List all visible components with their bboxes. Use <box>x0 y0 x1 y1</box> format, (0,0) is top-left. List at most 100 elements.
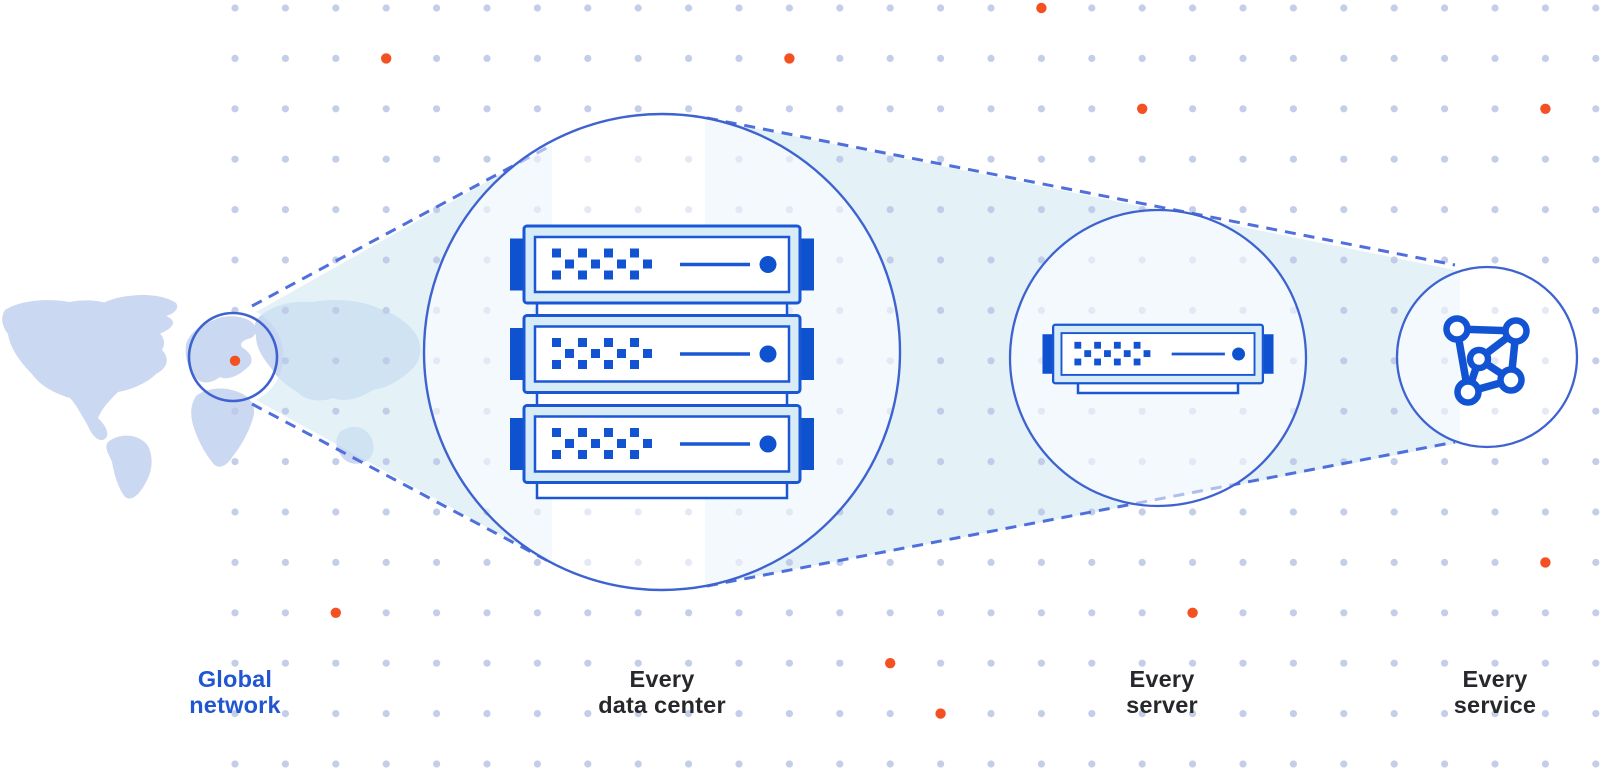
grid-dot <box>1340 206 1348 214</box>
grid-dot <box>1340 155 1348 163</box>
grid-dot <box>1138 155 1146 163</box>
grid-dot <box>1441 659 1449 667</box>
grid-dot <box>937 206 945 214</box>
grid-dot <box>937 609 945 617</box>
grid-dot <box>1239 206 1247 214</box>
grid-dot <box>1441 558 1449 567</box>
grid-dot <box>332 4 340 12</box>
grid-dot <box>836 105 844 113</box>
grid-dot <box>281 458 289 466</box>
grid-dot <box>987 256 995 264</box>
grid-dot <box>332 357 340 365</box>
grid-dot <box>987 155 995 163</box>
grid-dot <box>231 105 239 113</box>
accent-dot <box>1137 103 1148 115</box>
grid-dot <box>1441 105 1449 113</box>
grid-dot <box>533 659 542 667</box>
accent-dot <box>229 355 241 366</box>
grid-dot <box>1037 155 1045 163</box>
grid-dot <box>332 155 340 163</box>
grid-dot <box>836 4 844 12</box>
grid-dot <box>1037 659 1045 667</box>
grid-dot <box>1390 256 1398 264</box>
grid-dot <box>1340 508 1348 516</box>
grid-dot <box>685 105 693 113</box>
grid-dot <box>1491 760 1499 768</box>
grid-dot <box>1541 760 1549 768</box>
grid-dot <box>1289 609 1297 617</box>
grid-dot <box>1390 659 1398 667</box>
grid-dot <box>1592 206 1600 214</box>
grid-dot <box>937 458 945 466</box>
grid-dot <box>231 659 239 667</box>
grid-dot <box>483 105 491 113</box>
stage-label-global-network: Global network <box>189 666 281 718</box>
grid-dot <box>382 105 390 113</box>
grid-dot <box>1592 609 1600 617</box>
grid-dot <box>785 558 794 567</box>
grid-dot <box>987 206 995 214</box>
grid-dot <box>1491 4 1499 12</box>
grid-dot <box>1491 508 1499 516</box>
grid-dot <box>987 609 995 617</box>
accent-dot <box>381 53 392 64</box>
grid-dot <box>735 659 743 667</box>
grid-dot <box>1340 760 1348 768</box>
grid-dot <box>886 206 894 214</box>
grid-dot <box>1088 558 1096 567</box>
stage-label-line2: network <box>189 691 281 718</box>
grid-dot <box>735 760 743 768</box>
accent-dot <box>885 658 896 669</box>
grid-dot <box>1592 659 1600 667</box>
grid-dot <box>685 609 693 617</box>
grid-dot <box>231 508 239 516</box>
grid-dot <box>685 710 693 718</box>
grid-dot <box>231 609 239 617</box>
grid-dot <box>281 609 289 617</box>
grid-dot <box>1289 155 1297 163</box>
zoom-beam-dashed-edges <box>251 116 1456 588</box>
grid-dot <box>1541 54 1549 63</box>
grid-dot <box>1390 558 1398 567</box>
grid-dot <box>1088 206 1096 214</box>
grid-dot <box>987 4 995 12</box>
grid-dot <box>382 155 390 163</box>
grid-dot <box>1239 105 1247 113</box>
grid-dot <box>281 659 289 667</box>
grid-dot <box>1189 710 1197 718</box>
grid-dot <box>987 659 995 667</box>
grid-dot <box>1088 609 1096 617</box>
grid-dot <box>1138 4 1146 12</box>
grid-dot <box>433 155 441 163</box>
grid-dot <box>231 54 239 63</box>
grid-dot <box>1390 508 1398 516</box>
grid-dot <box>231 558 239 567</box>
grid-dot <box>1138 710 1146 718</box>
grid-dot <box>433 458 441 466</box>
grid-dot <box>1390 458 1398 466</box>
grid-dot <box>685 760 693 768</box>
grid-dot <box>382 508 390 516</box>
grid-dot <box>1491 206 1499 214</box>
grid-dot <box>634 659 642 667</box>
grid-dot <box>785 4 794 12</box>
grid-dot <box>1441 760 1449 768</box>
grid-dot <box>1239 4 1247 12</box>
accent-dot <box>1187 607 1198 618</box>
grid-dot <box>937 155 945 163</box>
grid-dot <box>1541 710 1549 718</box>
grid-dot <box>1491 458 1499 466</box>
grid-dot <box>1239 659 1247 667</box>
grid-dot <box>634 609 642 617</box>
grid-dot <box>1390 760 1398 768</box>
grid-dot <box>1441 609 1449 617</box>
grid-dot <box>332 508 340 516</box>
grid-dot <box>1189 659 1197 667</box>
grid-dot <box>1390 710 1398 718</box>
grid-dot <box>785 609 794 617</box>
grid-dot <box>1138 659 1146 667</box>
grid-dot <box>483 54 491 63</box>
grid-dot <box>1289 4 1297 12</box>
